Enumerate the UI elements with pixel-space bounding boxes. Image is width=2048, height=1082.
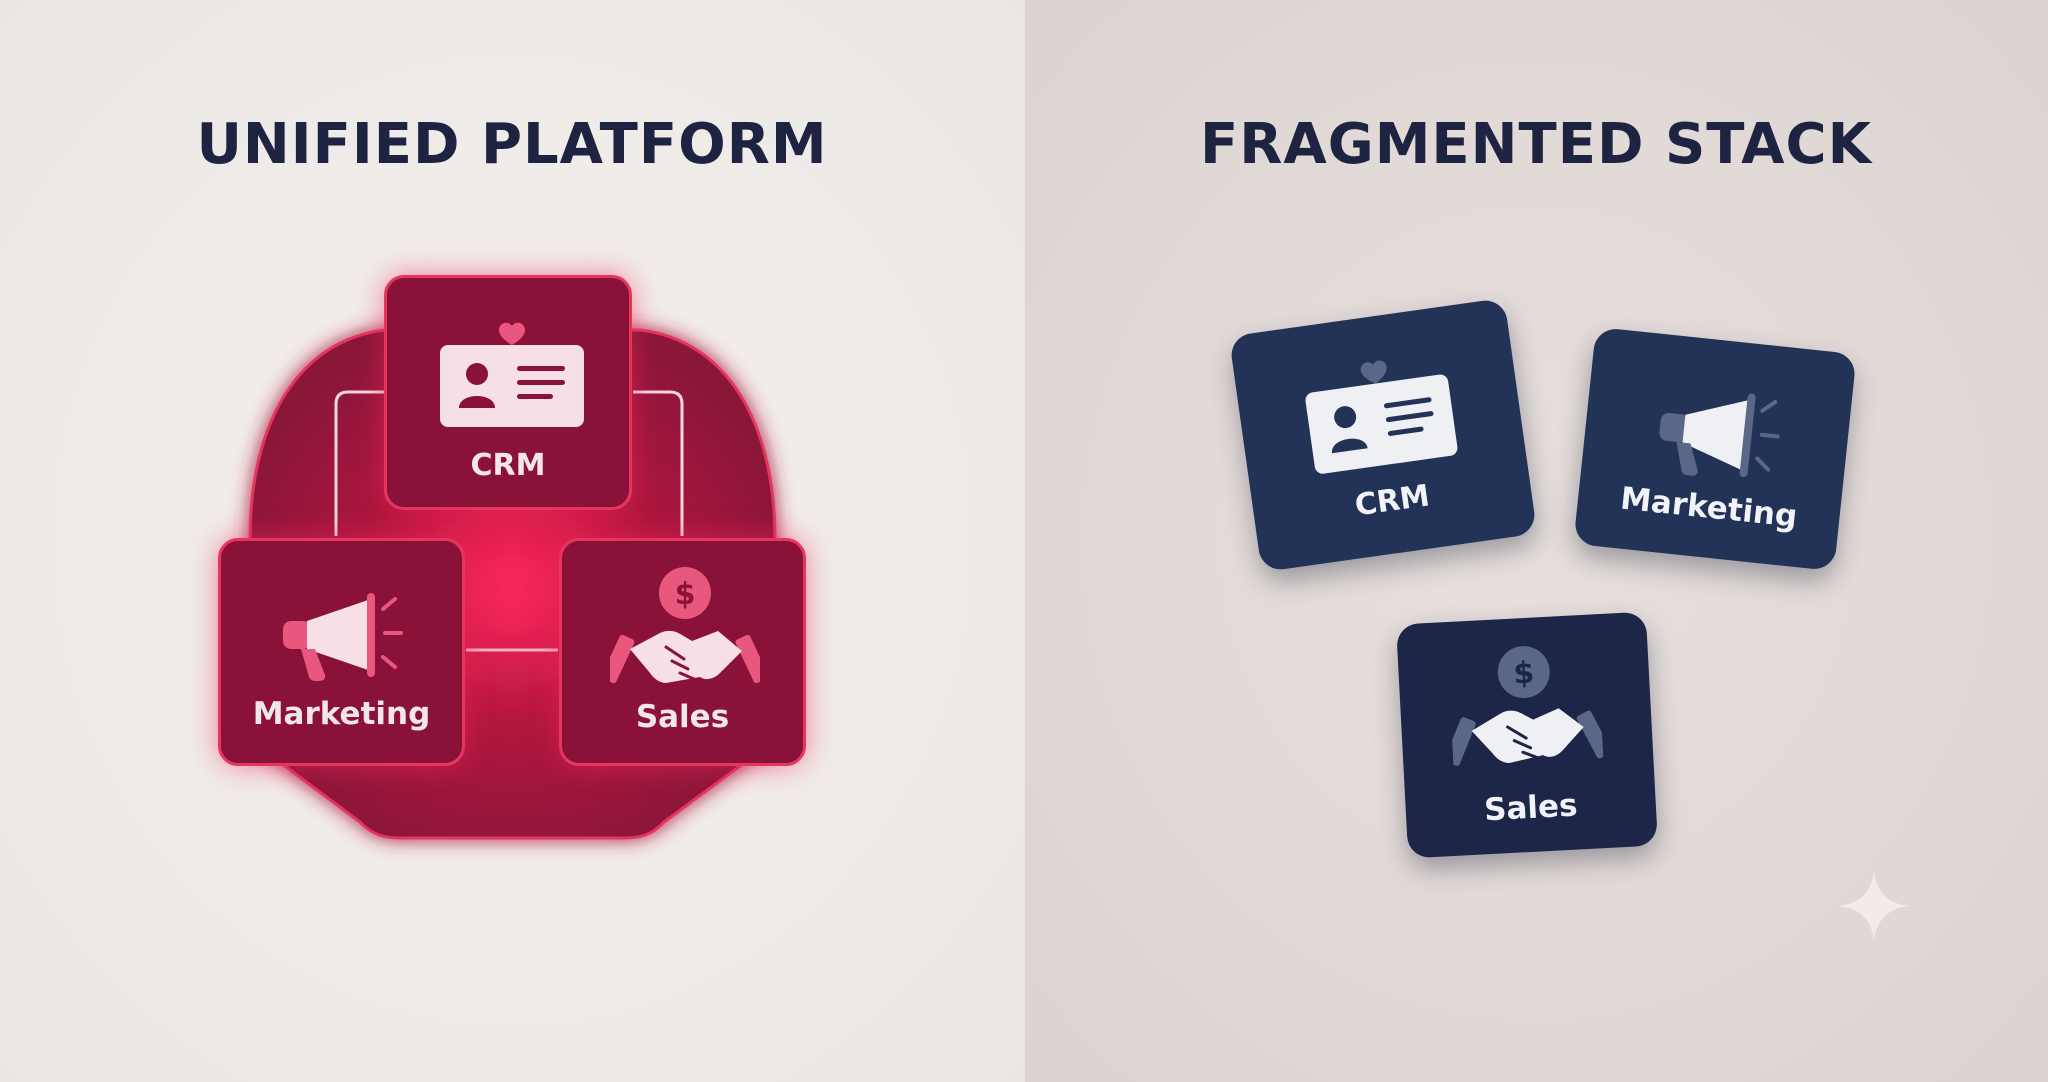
fragmented-sales-label: Sales [1483,787,1579,829]
fragmented-sales-card: $ Sales [1396,611,1658,859]
handshake-dollar-icon: $ [1447,646,1604,766]
fragmented-crm-label: CRM [1352,478,1432,524]
unified-crm-card: CRM [384,275,632,510]
contact-card-heart-icon [1305,360,1458,474]
fragmented-crm-card: CRM [1228,297,1538,573]
unified-sales-label: Sales [635,699,730,735]
svg-text:$: $ [1512,656,1535,692]
fragmented-title: FRAGMENTED STACK [1200,112,1872,177]
connector-crm-sales [633,390,684,536]
svg-text:$: $ [675,577,696,612]
unified-title: UNIFIED PLATFORM [196,112,828,177]
unified-sales-card: $ Sales [559,538,806,766]
handshake-dollar-icon: $ [610,567,760,684]
megaphone-icon [1659,393,1780,478]
unified-marketing-label: Marketing [252,696,431,732]
contact-card-heart-icon [440,322,584,427]
unified-crm-label: CRM [470,448,546,483]
unified-hub [248,328,777,840]
unified-marketing-card: Marketing [218,538,465,766]
fragmented-marketing-card: Marketing [1573,326,1857,572]
connector-crm-marketing [334,390,385,536]
megaphone-icon [283,593,403,681]
sparkle-icon [1838,870,1910,942]
